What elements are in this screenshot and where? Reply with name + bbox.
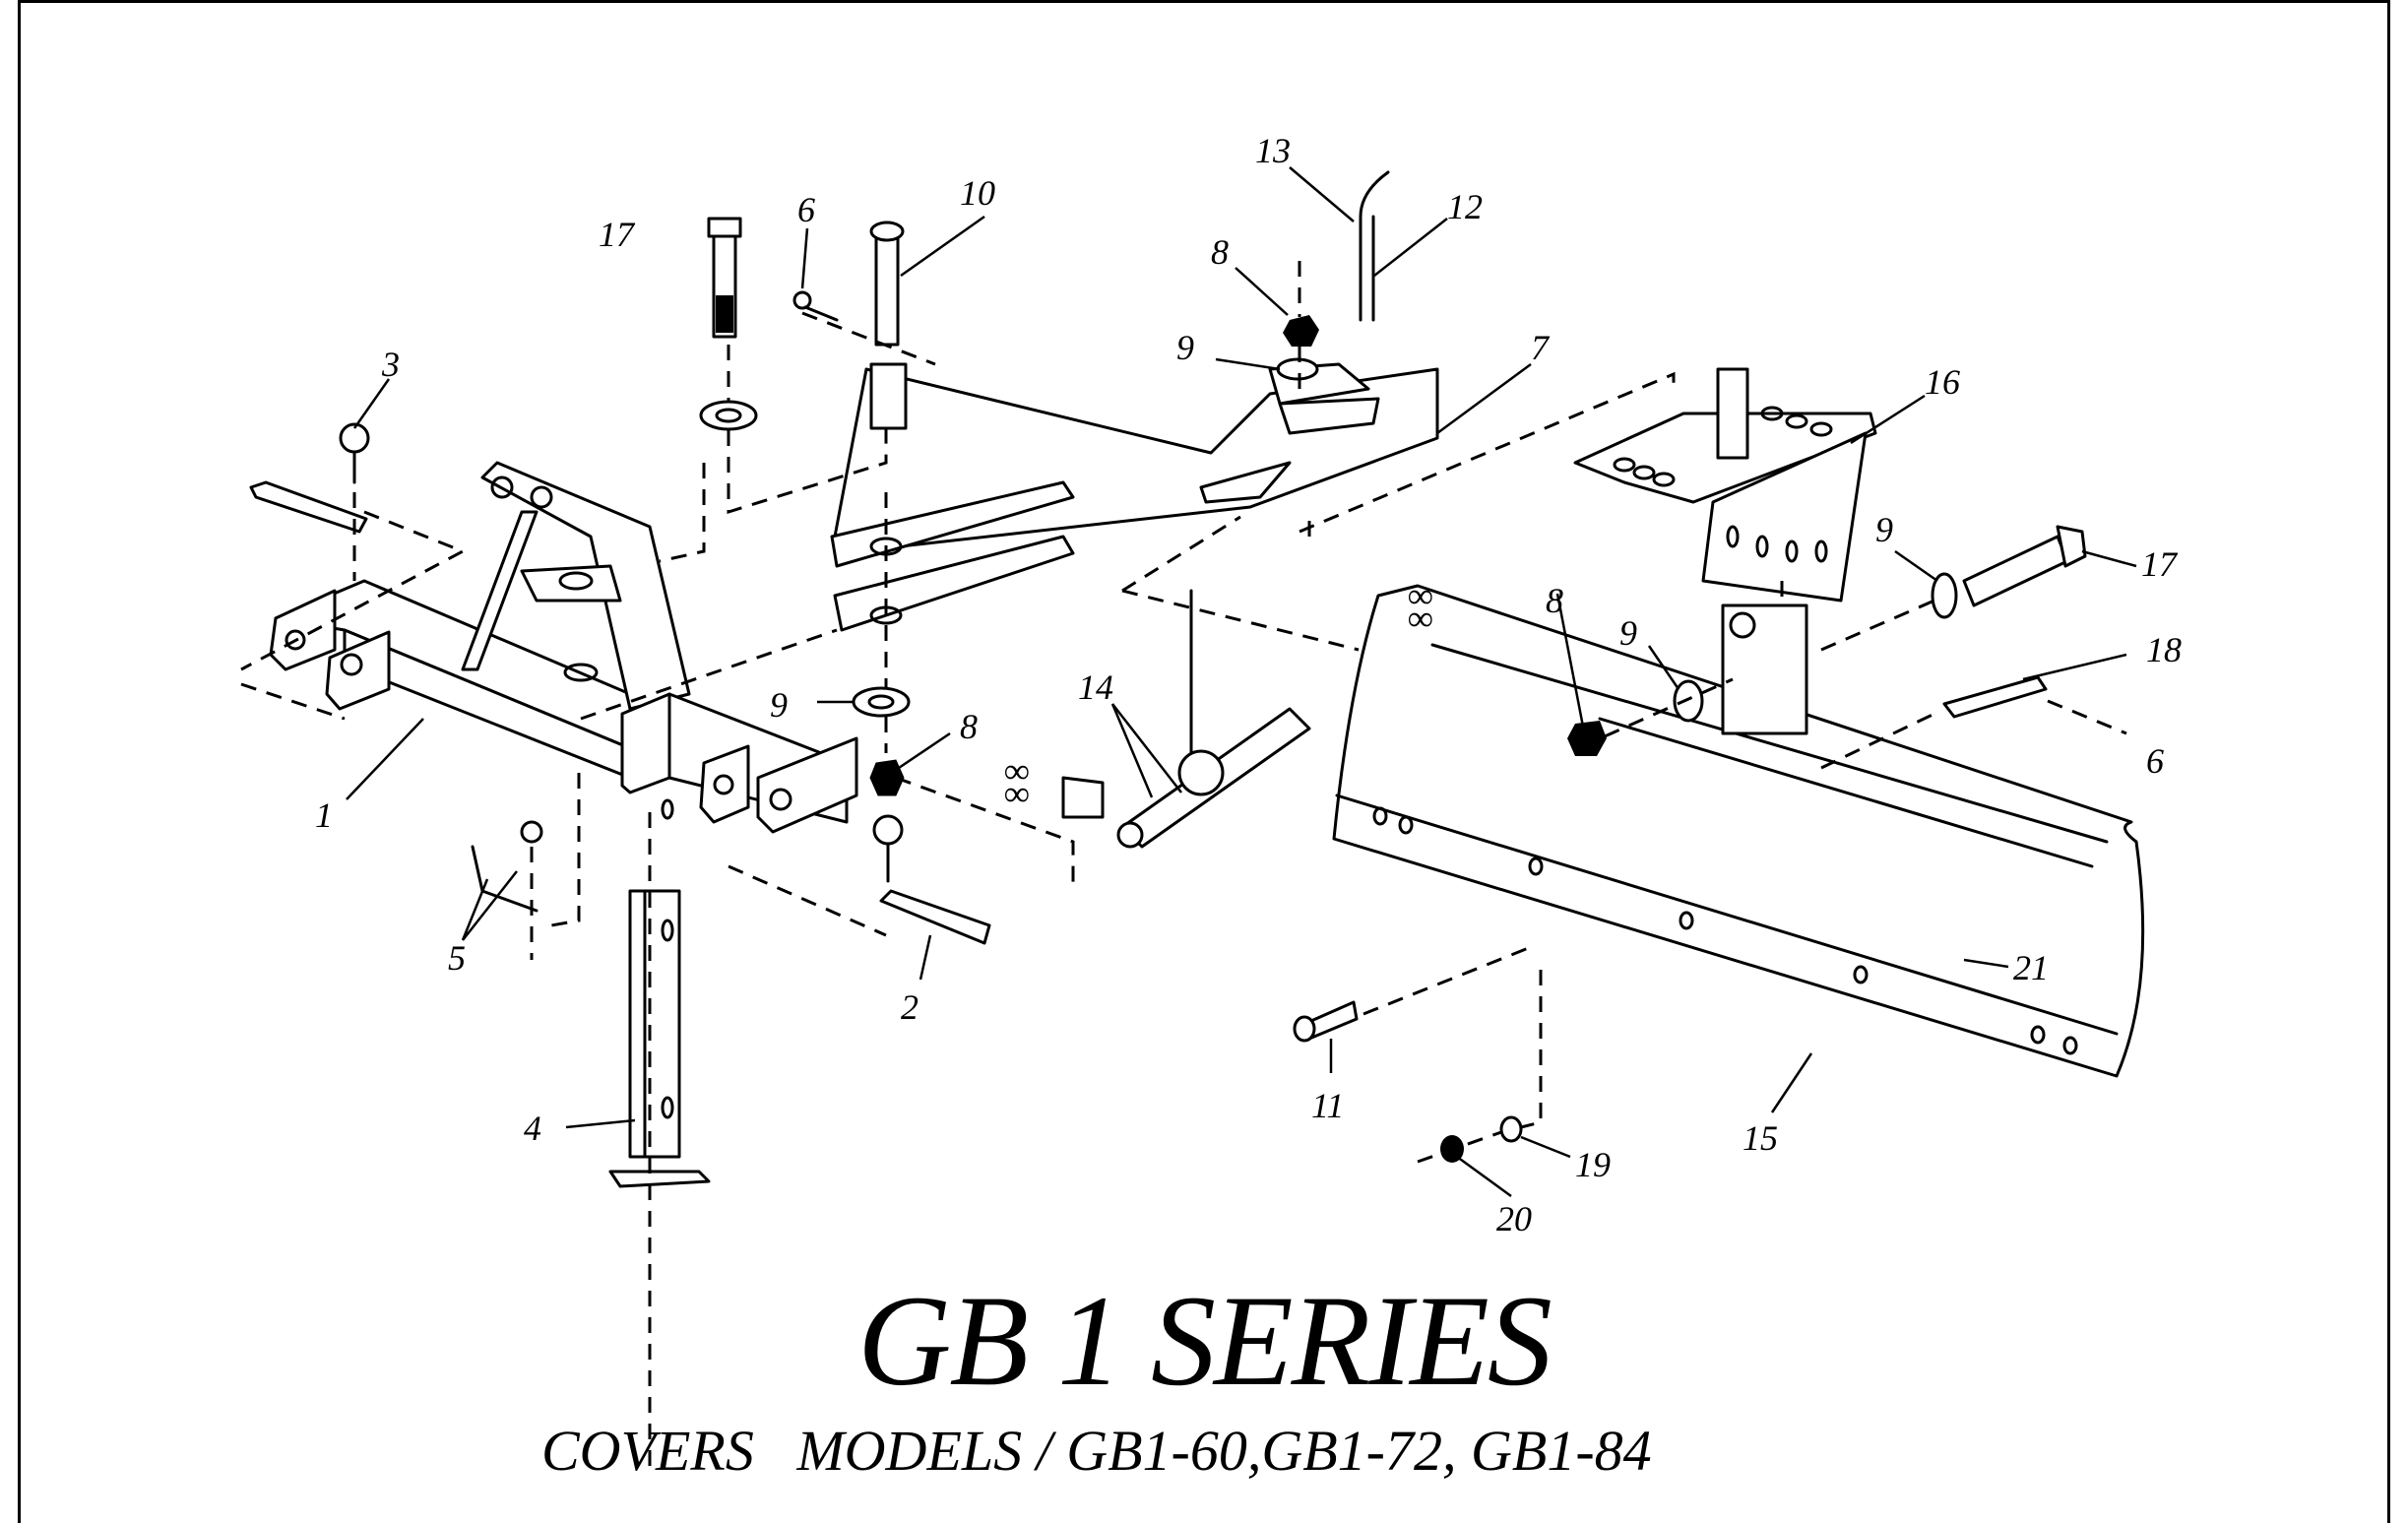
callout-16: 16 <box>1925 362 1960 402</box>
document-subtitle: COVERS MODELS / GB1-60,GB1-72, GB1-84 <box>541 1419 1652 1483</box>
assembly-lines <box>240 261 2127 1477</box>
callout-14: 14 <box>1078 667 1113 707</box>
callout-21: 21 <box>2013 948 2049 987</box>
callout-2: 2 <box>901 987 919 1027</box>
callout-8-center: 8 <box>960 707 978 746</box>
blade-holes <box>1372 806 2078 1055</box>
callout-1: 1 <box>315 795 333 835</box>
callout-labels: 1 2 3 4 5 6 6 7 8 8 8 9 9 9 9 10 11 12 1… <box>315 131 2182 1238</box>
svg-text:∞: ∞ <box>1004 751 1030 791</box>
svg-text:∞: ∞ <box>1004 774 1030 813</box>
callout-9-right: 9 <box>1875 510 1893 549</box>
callout-9-center: 9 <box>770 685 788 725</box>
callout-13: 13 <box>1255 131 1291 170</box>
callout-5: 5 <box>448 938 466 978</box>
callout-3: 3 <box>381 345 400 384</box>
page-border <box>18 0 2390 1523</box>
callout-15: 15 <box>1743 1118 1778 1158</box>
callout-17-top: 17 <box>599 215 636 254</box>
callout-12: 12 <box>1447 187 1483 226</box>
callout-18: 18 <box>2146 630 2182 669</box>
callout-10: 10 <box>960 173 995 213</box>
callout-11: 11 <box>1311 1086 1344 1125</box>
callout-20: 20 <box>1496 1199 1532 1238</box>
angle-link-part <box>1061 589 1311 849</box>
svg-text:∞: ∞ <box>1408 599 1433 638</box>
plate-holes <box>1613 406 1833 563</box>
leader-lines <box>346 166 2137 1198</box>
callout-7: 7 <box>1531 328 1551 367</box>
callout-17-right: 17 <box>2141 544 2179 584</box>
callout-4: 4 <box>524 1109 541 1148</box>
subframe-part <box>830 362 1439 632</box>
blade-part <box>1332 584 2145 1078</box>
callout-9-top: 9 <box>1176 328 1194 367</box>
callout-6-right: 6 <box>2146 741 2164 781</box>
callout-19: 19 <box>1575 1145 1611 1184</box>
callout-6-top: 6 <box>797 190 815 229</box>
main-frame-part <box>269 461 858 834</box>
jack-stand-part <box>608 889 711 1188</box>
document-title: GB 1 SERIES <box>857 1268 1553 1413</box>
callout-9-mid: 9 <box>1619 613 1637 653</box>
svg-text:∞: ∞ <box>1408 576 1433 615</box>
pivot-plate-part <box>1573 367 1877 603</box>
callout-8-top: 8 <box>1211 232 1229 272</box>
callout-8-right: 8 <box>1546 581 1563 620</box>
